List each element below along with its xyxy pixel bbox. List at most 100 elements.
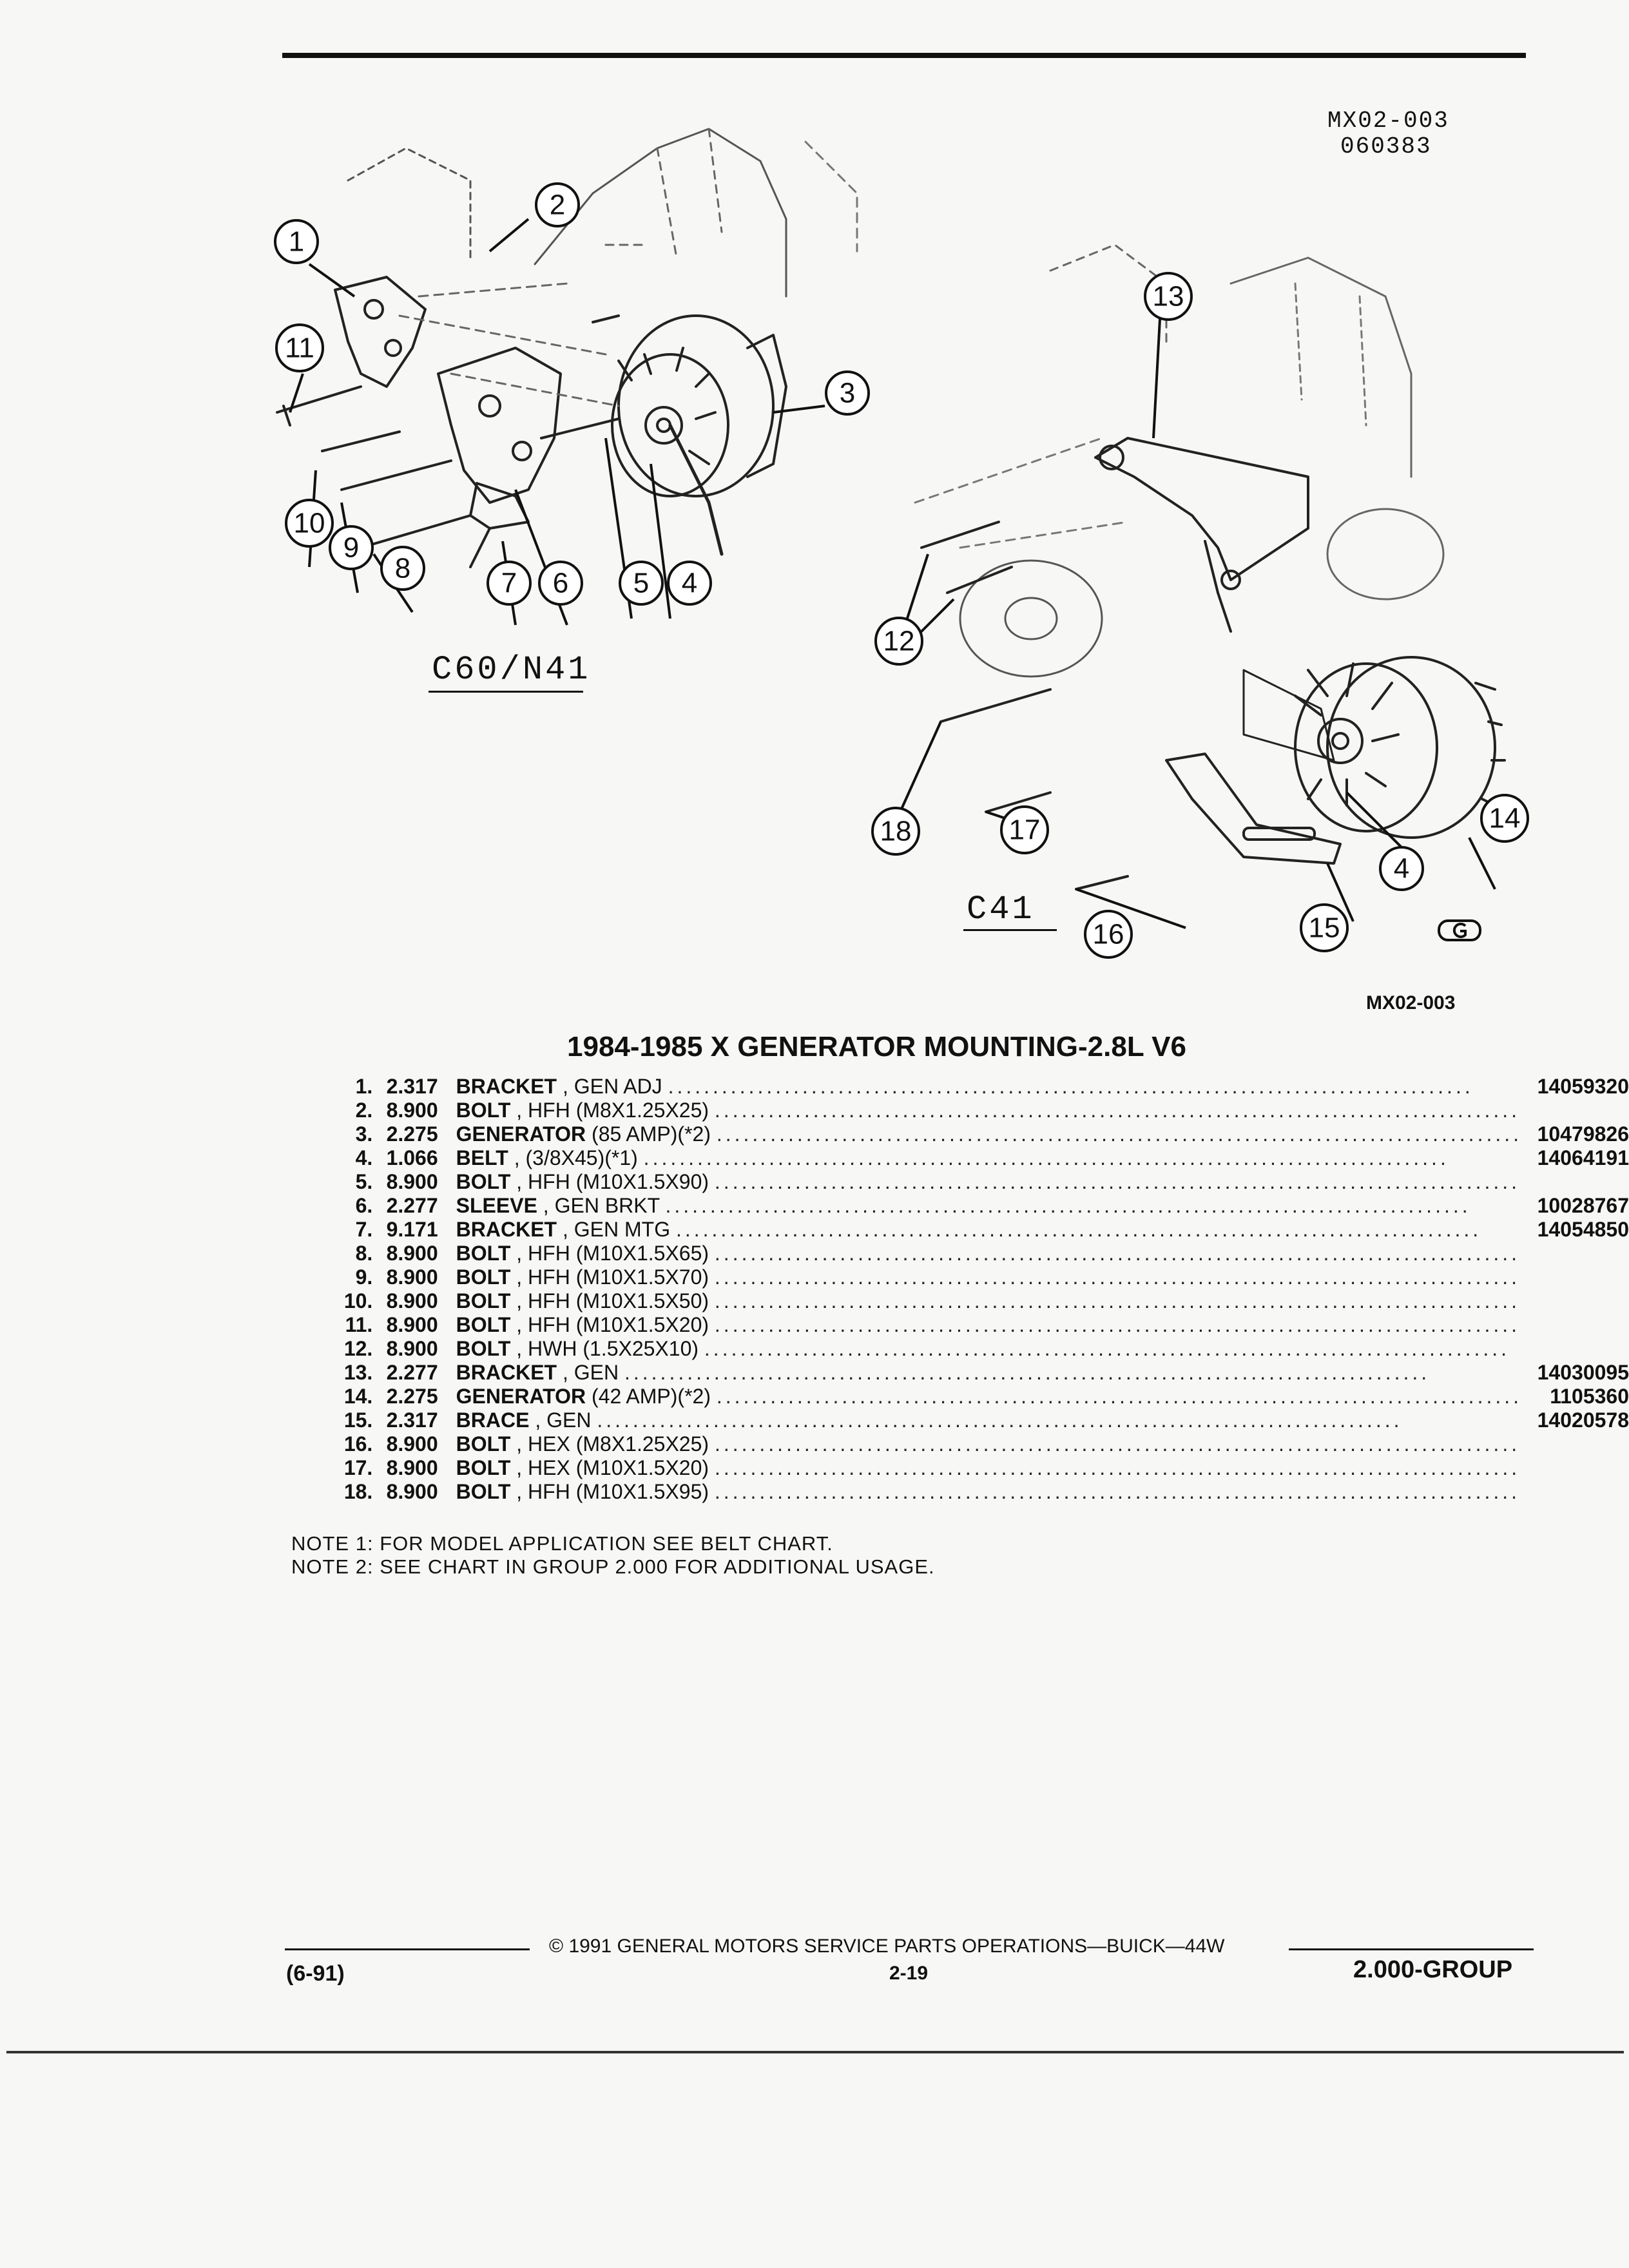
part-index: 2. bbox=[355, 1099, 373, 1122]
part-name: BOLT bbox=[456, 1289, 511, 1312]
part-name: BRACKET bbox=[456, 1361, 557, 1384]
callout-5: 5 bbox=[619, 561, 664, 606]
svg-text:2: 2 bbox=[550, 189, 565, 221]
part-name: BOLT bbox=[456, 1099, 511, 1122]
right-exploded-diagram: 13 12 14 4 15 16 17 18 bbox=[871, 245, 1529, 959]
svg-text:5: 5 bbox=[633, 568, 649, 599]
part-index: 15. bbox=[343, 1408, 373, 1432]
part-group-code: 2.277 bbox=[386, 1361, 438, 1384]
part-number: 14020578 bbox=[1537, 1408, 1629, 1432]
part-group-code: 2.275 bbox=[386, 1122, 438, 1146]
callout-4-right: 4 bbox=[1379, 846, 1424, 891]
part-spec: , HEX (M8X1.25X25) bbox=[516, 1432, 709, 1456]
footer-page-number: 2-19 bbox=[889, 1963, 929, 1984]
leader-dots: ........................................… bbox=[714, 1480, 1521, 1503]
leader-dots: ........................................… bbox=[714, 1170, 1521, 1193]
leader-dots: ........................................… bbox=[714, 1313, 1521, 1336]
part-description: BOLT , HFH (M8X1.25X25) ................… bbox=[456, 1099, 1522, 1122]
part-number: 14064191 bbox=[1537, 1146, 1629, 1169]
leader-dots: ........................................… bbox=[624, 1361, 1431, 1384]
callout-13: 13 bbox=[1144, 272, 1193, 321]
part-number: 10028767 bbox=[1537, 1194, 1629, 1217]
svg-text:6: 6 bbox=[553, 568, 568, 599]
callout-7: 7 bbox=[487, 561, 532, 606]
part-index: 17. bbox=[343, 1456, 373, 1479]
part-spec: (85 AMP)(*2) bbox=[592, 1122, 711, 1146]
part-number bbox=[1522, 1480, 1629, 1504]
part-group-code: 8.900 bbox=[386, 1242, 438, 1265]
leader-dots: ........................................… bbox=[714, 1265, 1521, 1289]
part-index: 11. bbox=[345, 1313, 373, 1336]
part-group-code: 1.066 bbox=[386, 1146, 438, 1169]
part-description: BOLT , HFH (M10X1.5X90) ................… bbox=[456, 1170, 1522, 1194]
part-group-code: 8.900 bbox=[386, 1170, 438, 1193]
part-description: BRACE , GEN ............................… bbox=[456, 1408, 1522, 1432]
leader-dots: ........................................… bbox=[597, 1408, 1403, 1432]
part-group-code: 2.277 bbox=[386, 1194, 438, 1217]
svg-text:17: 17 bbox=[1009, 814, 1041, 846]
part-index: 5. bbox=[355, 1170, 373, 1193]
leader-dots: ........................................… bbox=[716, 1122, 1523, 1146]
part-number bbox=[1522, 1456, 1629, 1480]
part-name: BOLT bbox=[456, 1170, 511, 1193]
ref-code: MX02-003 bbox=[1327, 108, 1449, 134]
part-number: 14030095 bbox=[1537, 1361, 1629, 1384]
part-spec: , (3/8X45)(*1) bbox=[514, 1146, 638, 1169]
part-index: 7. bbox=[355, 1218, 373, 1241]
part-number bbox=[1522, 1099, 1629, 1122]
part-name: BOLT bbox=[456, 1480, 511, 1503]
part-spec: , GEN bbox=[535, 1408, 592, 1432]
figure-code: MX02-003 bbox=[1366, 992, 1456, 1014]
part-spec: , GEN ADJ bbox=[562, 1075, 662, 1098]
part-index: 9. bbox=[355, 1265, 373, 1289]
callout-16: 16 bbox=[1084, 910, 1133, 959]
part-name: BRACKET bbox=[456, 1218, 557, 1241]
callout-8: 8 bbox=[380, 546, 425, 591]
footer-rule-left bbox=[285, 1948, 530, 1950]
part-spec: , HFH (M10X1.5X20) bbox=[516, 1313, 709, 1336]
part-number: 1105360 bbox=[1550, 1385, 1629, 1408]
part-group-code: 8.900 bbox=[386, 1337, 438, 1360]
part-group-code: 2.317 bbox=[386, 1075, 438, 1098]
svg-text:14: 14 bbox=[1489, 803, 1521, 834]
callout-15: 15 bbox=[1300, 903, 1349, 952]
part-spec: , GEN MTG bbox=[562, 1218, 671, 1241]
left-exploded-diagram: 1 2 3 4 5 6 7 8 9 10 11 bbox=[274, 128, 870, 626]
part-number: 10479826 bbox=[1537, 1122, 1629, 1146]
part-number bbox=[1522, 1265, 1629, 1289]
callout-2: 2 bbox=[535, 182, 580, 227]
svg-text:8: 8 bbox=[395, 553, 410, 584]
svg-text:15: 15 bbox=[1309, 912, 1340, 944]
svg-text:4: 4 bbox=[682, 568, 697, 599]
part-spec: , HFH (M8X1.25X25) bbox=[516, 1099, 709, 1122]
part-index: 1. bbox=[355, 1075, 373, 1098]
part-name: BOLT bbox=[456, 1313, 511, 1336]
right-label-underline bbox=[963, 929, 1057, 931]
part-description: GENERATOR (42 AMP)(*2) .................… bbox=[456, 1385, 1522, 1408]
part-group-code: 8.900 bbox=[386, 1289, 438, 1312]
svg-text:3: 3 bbox=[840, 378, 855, 409]
leader-dots: ........................................… bbox=[668, 1075, 1474, 1098]
callout-14: 14 bbox=[1480, 794, 1529, 843]
left-diagram-label: C60/N41 bbox=[432, 651, 591, 689]
part-number bbox=[1522, 1313, 1629, 1337]
callout-11: 11 bbox=[275, 323, 324, 372]
part-number: 14059320 bbox=[1537, 1075, 1629, 1098]
svg-text:16: 16 bbox=[1093, 919, 1124, 950]
svg-text:1: 1 bbox=[289, 226, 304, 258]
part-spec: , HEX (M10X1.5X20) bbox=[516, 1456, 709, 1479]
svg-text:13: 13 bbox=[1153, 281, 1184, 312]
part-index: 8. bbox=[355, 1242, 373, 1265]
part-group-code: 9.171 bbox=[386, 1218, 438, 1241]
part-spec: , HFH (M10X1.5X70) bbox=[516, 1265, 709, 1289]
note-1: NOTE 1: FOR MODEL APPLICATION SEE BELT C… bbox=[291, 1532, 833, 1555]
part-group-code: 8.900 bbox=[386, 1480, 438, 1503]
part-number: 14054850 bbox=[1537, 1218, 1629, 1241]
